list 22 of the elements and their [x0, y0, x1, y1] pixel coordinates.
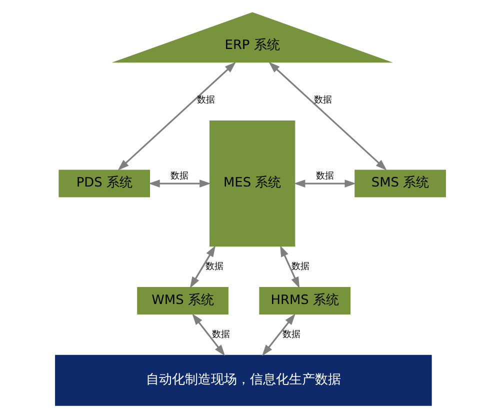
edge-label: 数据	[170, 172, 188, 182]
edge-label: 数据	[212, 330, 230, 340]
arrow	[262, 314, 295, 356]
edge-label: 数据	[290, 262, 309, 272]
arrow	[280, 245, 300, 288]
arrow	[148, 180, 210, 188]
edge-label: 数据	[314, 96, 332, 106]
edge-label: 数据	[205, 262, 224, 272]
arrow	[189, 245, 216, 288]
node-box: SMS 系统	[352, 168, 448, 199]
edge-label: 数据	[282, 330, 300, 340]
edge-label: 数据	[315, 172, 334, 182]
node-box: HRMS 系统	[257, 285, 352, 316]
arrow	[268, 62, 386, 170]
edge-label: 数据	[196, 96, 214, 106]
arrow	[293, 180, 356, 188]
node-box: MES 系统	[207, 118, 296, 248]
arrow	[117, 62, 236, 170]
node-box: 自动化制造现场，信息化生产数据	[52, 353, 433, 408]
node-box: PDS 系统	[56, 168, 152, 199]
node-box: WMS 系统	[135, 285, 230, 316]
arrow	[192, 314, 225, 356]
